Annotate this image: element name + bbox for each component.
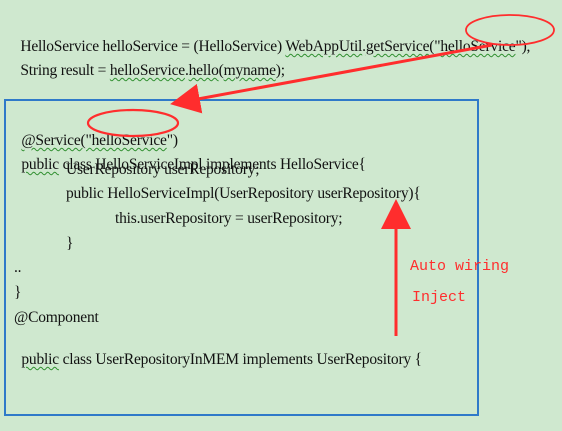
code-token-helloservice: helloService: [109, 62, 185, 79]
code-line-ellipsis: ..: [14, 259, 22, 276]
code-token: class UserRepositoryInMEM implements Use…: [58, 351, 423, 368]
code-token-public: public: [21, 351, 59, 368]
code-line-field: UserRepository userRepository;: [66, 161, 260, 178]
code-token: "),: [515, 38, 531, 55]
code-token-webapputil: WebAppUtil: [285, 38, 363, 55]
inject-label: Inject: [412, 289, 467, 306]
code-line-close-class: }: [14, 284, 22, 301]
code-line-constructor: public HelloServiceImpl(UserRepository u…: [66, 185, 421, 202]
code-token-getservice: getService: [365, 38, 430, 55]
code-token-service-annotation: @Service(": [21, 132, 92, 149]
code-line-assignment: this.userRepository = userRepository;: [115, 210, 343, 227]
code-token-public: public: [21, 156, 59, 173]
code-token: String result =: [20, 62, 110, 79]
code-token: );: [275, 62, 285, 79]
code-token: class HelloServiceImpl implements HelloS…: [58, 156, 366, 173]
code-token-helloservice-string: helloService: [440, 38, 516, 55]
code-line-helloserviceimpl-class: public class HelloServiceImpl implements…: [14, 138, 366, 174]
code-line-result: String result = helloService.hello(mynam…: [13, 44, 285, 80]
code-token: "): [166, 132, 178, 149]
code-token-myname: myname: [223, 62, 276, 79]
code-token: (": [429, 38, 441, 55]
code-token-hello: hello: [188, 62, 219, 79]
code-line-close-constructor: }: [66, 235, 74, 252]
auto-wiring-label: Auto wiring: [410, 258, 510, 275]
code-line-component-annotation: @Component: [14, 309, 99, 326]
code-line-userrepository-class: public class UserRepositoryInMEM impleme…: [14, 333, 422, 369]
